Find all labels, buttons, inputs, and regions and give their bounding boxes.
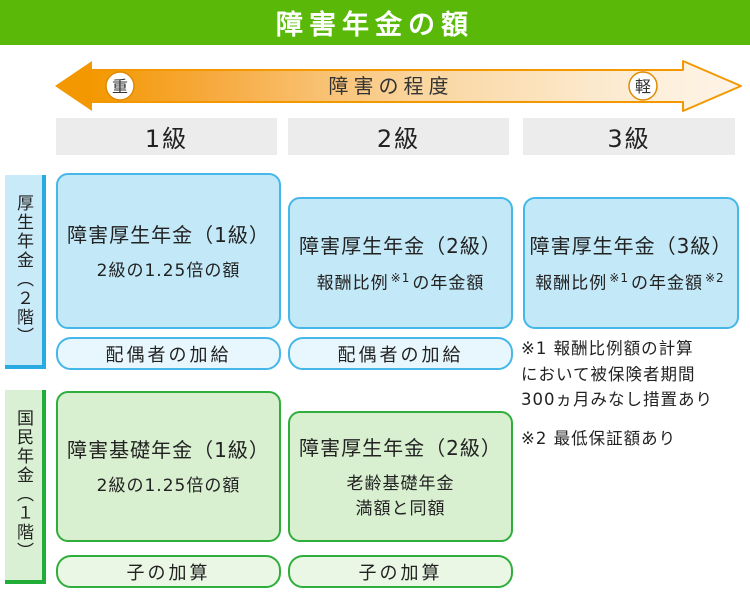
box-subtitle: 老齢基礎年金 満額と同額 [347,472,455,521]
addon-spouse-supplement-grade1: 配偶者の加給 [56,337,281,370]
page-title: 障害年金の額 [0,0,750,45]
mild-circle [628,71,658,101]
column-header-grade2: 2級 [288,118,509,155]
arrow-body [88,60,742,112]
row-label-employee-pension: 厚生年金（２階） [5,175,46,369]
box-subtitle: 2級の1.25倍の額 [96,260,241,281]
footnote-2: ※2 最低保証額あり [521,428,677,448]
box-national-grade2: 障害厚生年金（2級） 老齢基礎年金 満額と同額 [288,411,513,542]
arrow-left-head-icon [55,61,92,111]
box-subtitle: 2級の1.25倍の額 [96,476,241,497]
footnote-1-line1: ※1 報酬比例額の計算 [521,339,694,358]
severe-label: 重 [112,77,128,96]
box-title: 障害基礎年金（1級） [67,438,270,463]
box-employee-grade1: 障害厚生年金（1級） 2級の1.25倍の額 [56,173,281,329]
addon-spouse-supplement-grade2: 配偶者の加給 [288,337,513,370]
footnote-1-line3: 300ヵ月みなし措置あり [521,390,713,410]
footnotes: ※1 報酬比例額の計算 において被保険者期間 300ヵ月みなし措置あり ※2 最… [521,336,741,451]
severity-arrow: 重 障害の程度 軽 [55,60,742,112]
footnote-ref-2: ※2 [705,270,725,285]
row-label-national-pension: 国民年金（１階） [5,390,46,584]
severe-circle [105,71,135,101]
footnote-ref-1: ※1 [390,270,411,285]
column-header-grade1: 1級 [56,118,277,155]
box-national-grade1: 障害基礎年金（1級） 2級の1.25倍の額 [56,391,281,542]
box-title: 障害厚生年金（2級） [299,233,502,258]
addon-child-supplement-grade1: 子の加算 [56,555,281,588]
addon-child-supplement-grade2: 子の加算 [288,555,513,588]
mild-label: 軽 [635,77,651,96]
footnote-ref-1: ※1 [609,270,629,285]
arrow-title: 障害の程度 [329,74,454,98]
column-header-grade3: 3級 [523,118,735,155]
box-subtitle-line2: 満額と同額 [355,498,446,519]
footnote-1-line2: において被保険者期間 [521,364,696,384]
box-title: 障害厚生年金（3級） [529,233,733,258]
footnote-1: ※1 報酬比例額の計算 において被保険者期間 300ヵ月みなし措置あり [521,336,741,413]
box-subtitle-line1: 老齢基礎年金 [346,473,455,494]
box-title: 障害厚生年金（1級） [67,222,270,247]
box-title: 障害厚生年金（2級） [299,435,502,460]
